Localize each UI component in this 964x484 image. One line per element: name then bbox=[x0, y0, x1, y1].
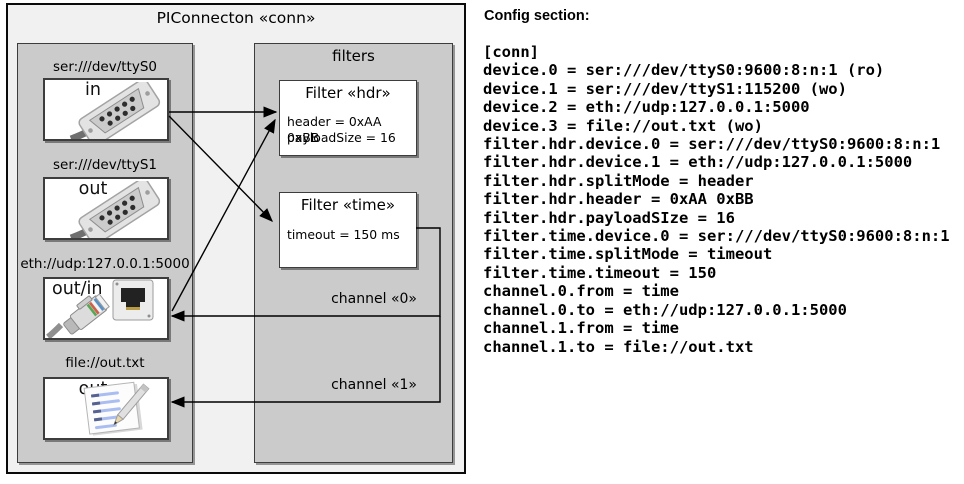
filter-title: Filter «hdr» bbox=[305, 84, 391, 102]
filter-hdr-box: Filter «hdr» header = 0xAA 0xBB payloadS… bbox=[279, 80, 417, 156]
config-text: [conn] device.0 = ser:///dev/ttyS0:9600:… bbox=[483, 43, 950, 356]
diagram-title: PIConnecton «conn» bbox=[156, 9, 316, 27]
filter-attr: header = 0xAA 0xBB bbox=[287, 114, 382, 145]
device-box-ttys1: out bbox=[43, 177, 169, 240]
filter-attr: payloadSize = 16 bbox=[287, 130, 396, 145]
filter-title: Filter «time» bbox=[300, 196, 396, 214]
device-uri-label: eth://udp:127.0.0.1:5000 bbox=[20, 256, 190, 272]
filter-time-box: Filter «time» timeout = 150 ms bbox=[279, 192, 417, 268]
device-uri-label: ser:///dev/ttyS1 bbox=[53, 157, 157, 173]
device-uri-label: ser:///dev/ttyS0 bbox=[53, 59, 157, 75]
channel-1-label: channel «1» bbox=[331, 377, 417, 393]
filter-attr: timeout = 150 ms bbox=[287, 227, 400, 242]
device-uri-label: file://out.txt bbox=[65, 355, 145, 371]
port-direction-label: in bbox=[85, 80, 101, 100]
port-direction-label: out bbox=[78, 379, 108, 399]
piconnecton-diagram: PIConnecton «conn» filters ser:///dev/tt… bbox=[6, 3, 466, 474]
config-heading: Config section: bbox=[484, 8, 590, 24]
channel-0-label: channel «0» bbox=[331, 291, 417, 307]
device-box-eth: out/in bbox=[43, 277, 169, 340]
port-direction-label: out/in bbox=[52, 279, 103, 299]
port-direction-label: out bbox=[78, 179, 108, 199]
device-box-ttys0: in bbox=[43, 78, 169, 141]
filters-panel-title: filters bbox=[332, 47, 375, 65]
device-box-file: out bbox=[43, 377, 169, 440]
